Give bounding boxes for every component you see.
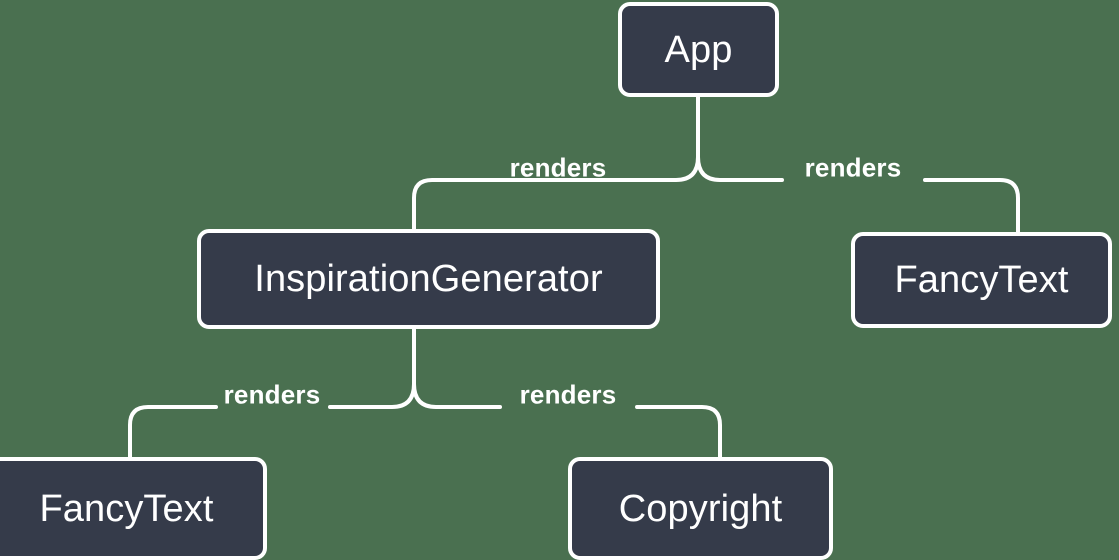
edge-junction-app-right bbox=[696, 155, 762, 182]
edge-label-app-to-fancytext-right: renders bbox=[804, 152, 902, 183]
edge-label-inspiration-generator-to-fancytext-bottom: renders bbox=[223, 379, 321, 410]
node-fancytext-bottom-label: FancyText bbox=[39, 487, 214, 530]
node-app-label: App bbox=[664, 28, 733, 71]
edge-junction-inspiration-left bbox=[338, 327, 416, 409]
edge-junction-app-left bbox=[616, 155, 700, 182]
node-copyright[interactable]: Copyright bbox=[568, 457, 833, 560]
node-fancytext-right[interactable]: FancyText bbox=[851, 232, 1112, 328]
node-fancytext-right-label: FancyText bbox=[894, 259, 1069, 301]
node-inspiration-generator-label: InspirationGenerator bbox=[254, 258, 603, 300]
node-copyright-label: Copyright bbox=[618, 487, 783, 530]
edge-label-app-to-inspiration-generator: renders bbox=[509, 152, 607, 183]
node-app[interactable]: App bbox=[618, 2, 779, 97]
node-fancytext-bottom[interactable]: FancyText bbox=[0, 457, 267, 560]
node-inspiration-generator[interactable]: InspirationGenerator bbox=[197, 229, 660, 329]
edge-junction-inspiration-right bbox=[412, 382, 492, 409]
edge-app-inspiration-elbow bbox=[412, 178, 622, 231]
edge-app-fancytext-elbow bbox=[923, 178, 1020, 234]
edge-inspiration-fancytext-elbow bbox=[128, 405, 218, 459]
edge-inspiration-copyright-elbow bbox=[635, 405, 722, 459]
edge-label-inspiration-generator-to-copyright: renders bbox=[519, 379, 617, 410]
